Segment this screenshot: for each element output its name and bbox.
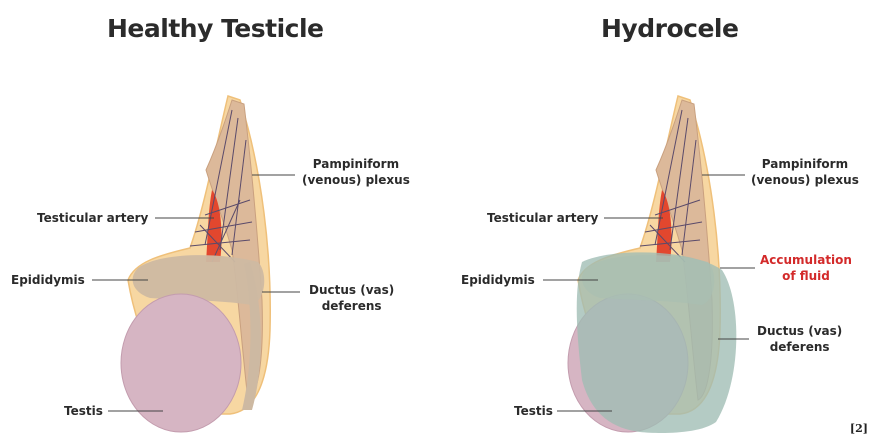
label-line: Ductus (vas) <box>757 323 842 339</box>
healthy-testicle-illustration <box>121 96 270 432</box>
testis-label-right: Testis <box>514 403 553 419</box>
ductus-deferens-label-right: Ductus (vas) deferens <box>757 323 842 355</box>
testis-label-left: Testis <box>64 403 103 419</box>
testicular-artery-label-left: Testicular artery <box>37 210 148 226</box>
epididymis-label-right: Epididymis <box>461 272 535 288</box>
pampiniform-plexus-label-left: Pampiniform (venous) plexus <box>302 156 410 188</box>
pampiniform-plexus-label-right: Pampiniform (venous) plexus <box>751 156 859 188</box>
label-line: Accumulation <box>760 252 852 268</box>
label-line: Pampiniform <box>302 156 410 172</box>
label-line: (venous) plexus <box>302 172 410 188</box>
epididymis-label-left: Epididymis <box>11 272 85 288</box>
label-line: deferens <box>757 339 842 355</box>
label-line: of fluid <box>760 268 852 284</box>
label-line: Ductus (vas) <box>309 282 394 298</box>
ductus-deferens-label-left: Ductus (vas) deferens <box>309 282 394 314</box>
testicular-artery-label-right: Testicular artery <box>487 210 598 226</box>
hydrocele-illustration <box>568 96 736 433</box>
accumulation-of-fluid-label: Accumulation of fluid <box>760 252 852 284</box>
label-line: (venous) plexus <box>751 172 859 188</box>
reference-marker: [2] <box>850 422 868 435</box>
label-line: Pampiniform <box>751 156 859 172</box>
epididymis-shape <box>582 255 714 305</box>
label-line: deferens <box>309 298 394 314</box>
